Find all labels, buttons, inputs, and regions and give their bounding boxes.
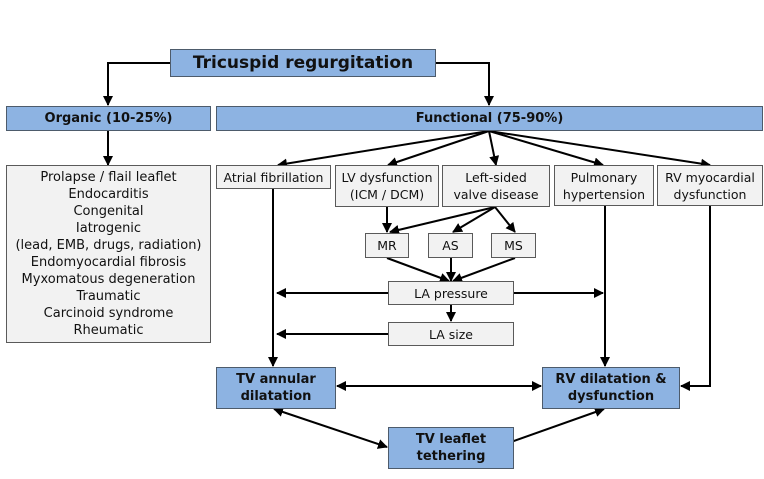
ms-label: MS: [504, 238, 523, 253]
organic-cause: Endocarditis: [68, 187, 149, 202]
tethering-line-2: tethering: [416, 449, 486, 464]
arrow-valve-as: [452, 206, 496, 233]
organic-cause: Prolapse / flail leaflet: [40, 170, 177, 185]
arrow-functional-rv: [488, 130, 711, 169]
rv-dilatation-box: RV dilatation & dysfunction: [542, 367, 680, 409]
rv-myocardial-box: RV myocardial dysfunction: [657, 165, 763, 206]
functional-label: Functional (75-90%): [415, 111, 564, 126]
arrow-title-functional: [436, 62, 494, 106]
title-box: Tricuspid regurgitation: [170, 49, 436, 77]
rv-line-2: dysfunction: [673, 186, 747, 202]
organic-cause: Rheumatic: [73, 323, 144, 338]
tethering-line-1: TV leaflet: [415, 432, 487, 447]
lv-dysfunction-box: LV dysfunction (ICM / DCM): [335, 165, 439, 207]
left-valve-disease-box: Left-sided valve disease: [442, 165, 550, 207]
annular-line-1: TV annular: [236, 372, 316, 387]
organic-cause: (lead, EMB, drugs, radiation): [15, 238, 202, 253]
rvdil-line-1: RV dilatation &: [555, 372, 667, 387]
arrow-functional-lv: [387, 130, 490, 167]
arrow-functional-valve: [488, 130, 500, 166]
mr-box: MR: [365, 233, 409, 258]
la-size-label: LA size: [428, 326, 473, 342]
ph-line-1: Pulmonary: [570, 169, 638, 185]
organic-cause: Myxomatous degeneration: [21, 272, 196, 287]
organic-label: Organic (10-25%): [44, 111, 173, 126]
arrow-functional-ph: [488, 130, 604, 168]
rv-line-1: RV myocardial: [665, 169, 755, 185]
arrow-valve-mr: [389, 206, 496, 235]
organic-box: Organic (10-25%): [6, 106, 211, 131]
arrow-title-organic: [103, 62, 170, 106]
organic-cause: Traumatic: [76, 289, 141, 304]
atrial-fibrillation-box: Atrial fibrillation: [216, 165, 331, 189]
valve-line-2: valve disease: [453, 187, 539, 202]
mr-label: MR: [377, 238, 397, 253]
organic-cause: Iatrogenic: [75, 221, 142, 236]
ms-box: MS: [491, 233, 536, 258]
arrow-rvmyo-rvdil: [680, 206, 711, 391]
ph-line-2: hypertension: [562, 186, 646, 202]
organic-cause: Endomyocardial fibrosis: [30, 255, 187, 270]
valve-line-1: Left-sided: [465, 170, 527, 185]
arrow-ms-la: [452, 257, 516, 283]
la-size-box: LA size: [388, 322, 514, 346]
functional-box: Functional (75-90%): [216, 106, 763, 131]
arrow-annular-tethering: [273, 407, 388, 449]
organic-cause: Congenital: [73, 204, 144, 219]
rvdil-line-2: dysfunction: [567, 389, 655, 404]
atrial-fibrillation-label: Atrial fibrillation: [223, 169, 324, 185]
annular-line-2: dilatation: [240, 389, 312, 404]
title-text: Tricuspid regurgitation: [192, 53, 414, 73]
la-pressure-label: LA pressure: [414, 285, 488, 301]
tv-annular-dilatation-box: TV annular dilatation: [216, 367, 336, 409]
as-label: AS: [442, 238, 459, 253]
organic-cause: Carcinoid syndrome: [43, 306, 174, 321]
arrow-valve-ms: [494, 206, 516, 233]
la-pressure-box: LA pressure: [388, 281, 514, 305]
organic-causes-list: Prolapse / flail leaflet Endocarditis Co…: [6, 165, 211, 343]
arrow-mr-la: [386, 257, 450, 283]
pulmonary-hypertension-box: Pulmonary hypertension: [554, 165, 654, 206]
arrow-rvdil-tethering: [496, 407, 605, 449]
as-box: AS: [428, 233, 473, 258]
tv-leaflet-tethering-box: TV leaflet tethering: [388, 427, 514, 469]
arrow-functional-af: [277, 130, 490, 169]
lv-line-1: LV dysfunction: [341, 170, 433, 185]
lv-line-2: (ICM / DCM): [349, 187, 425, 202]
